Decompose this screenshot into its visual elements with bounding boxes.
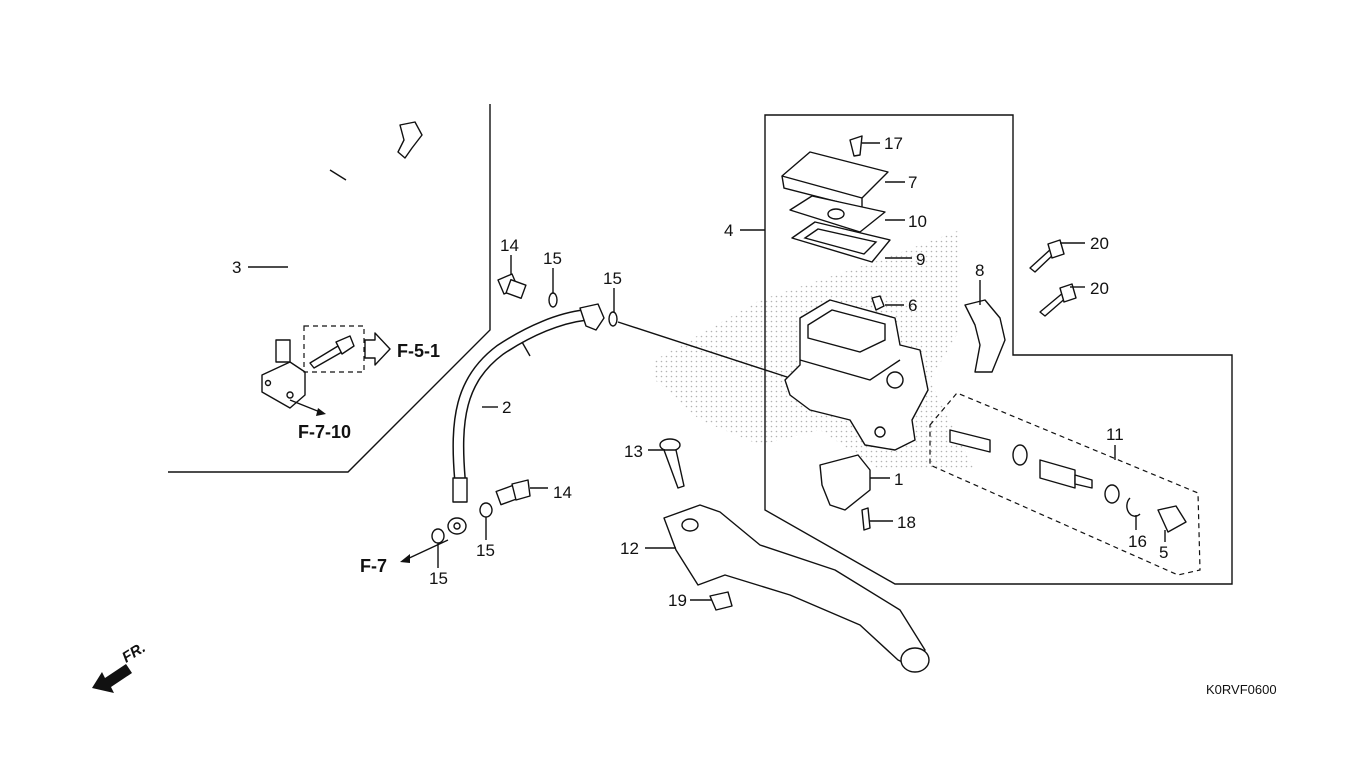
reference-f710: F-7-10 (298, 422, 351, 442)
callout-14-lower: 14 (553, 483, 572, 502)
pin-6 (871, 295, 885, 311)
reference-arrowhead-f710 (316, 408, 326, 416)
diagram-code: K0RVF0600 (1206, 682, 1277, 697)
callout-10: 10 (908, 212, 927, 231)
reference-f7: F-7 (360, 556, 387, 576)
callout-2: 2 (502, 398, 511, 417)
reference-f51: F-5-1 (397, 341, 440, 361)
sealing-washer-15c (479, 502, 493, 518)
callout-16: 16 (1128, 532, 1147, 551)
sealing-washer-15d (431, 528, 445, 544)
callout-11: 11 (1106, 425, 1124, 444)
callout-19: 19 (668, 591, 687, 610)
callout-1: 1 (894, 470, 903, 489)
callout-15-b: 15 (603, 269, 622, 288)
screw-18 (861, 507, 871, 531)
bolt-20b (1039, 283, 1077, 317)
joint-bolt-14-lower (495, 479, 531, 506)
callout-12: 12 (620, 539, 639, 558)
screw-17 (849, 135, 863, 157)
nut-19 (709, 591, 733, 611)
holder-8 (964, 299, 1006, 373)
switch-1 (819, 454, 871, 511)
callout-leaders (248, 142, 1166, 601)
section-boundary-master-cylinder (764, 114, 1233, 585)
callout-15-d: 15 (429, 569, 448, 588)
callout-15-a: 15 (543, 249, 562, 268)
callout-7: 7 (908, 173, 917, 192)
joint-bolt-14-upper (497, 273, 527, 300)
callout-5: 5 (1159, 543, 1168, 562)
callout-20b: 20 (1090, 279, 1109, 298)
sealing-washer-15a (548, 292, 558, 308)
sub-assembly-11-boundary (929, 392, 1201, 576)
callout-4: 4 (724, 221, 733, 240)
callout-18: 18 (897, 513, 916, 532)
reference-leader-f710 (289, 399, 321, 413)
piston-set-11 (949, 429, 1187, 533)
callout-15-c: 15 (476, 541, 495, 560)
callout-3: 3 (232, 258, 241, 277)
callout-20a: 20 (1090, 234, 1109, 253)
cap-plate (789, 195, 886, 233)
reference-arrow-f51 (364, 332, 391, 366)
brake-hose-upper (261, 121, 423, 409)
diaphragm (791, 221, 891, 263)
callout-13: 13 (624, 442, 643, 461)
reference-leader-f7 (404, 539, 449, 561)
section-boundary-left (168, 104, 491, 473)
front-direction-arrow (92, 664, 132, 693)
bolt-20a (1029, 239, 1065, 273)
master-cylinder-body (784, 299, 929, 451)
callout-17: 17 (884, 134, 903, 153)
sealing-washer-15b (608, 311, 618, 327)
callout-6: 6 (908, 296, 917, 315)
callout-14-upper: 14 (500, 236, 519, 255)
reference-box-f51 (303, 325, 365, 373)
reference-arrowhead-f7 (400, 554, 410, 563)
alignment-line (617, 321, 791, 379)
callout-9: 9 (916, 250, 925, 269)
reservoir-cap (781, 151, 889, 209)
pivot-bolt-13 (659, 438, 685, 489)
brake-hose-lower (447, 303, 605, 535)
brake-lever-12 (663, 504, 930, 673)
callout-8: 8 (975, 261, 984, 280)
front-marker-label: FR. (119, 639, 149, 666)
joint-bolt-upper (309, 335, 355, 369)
